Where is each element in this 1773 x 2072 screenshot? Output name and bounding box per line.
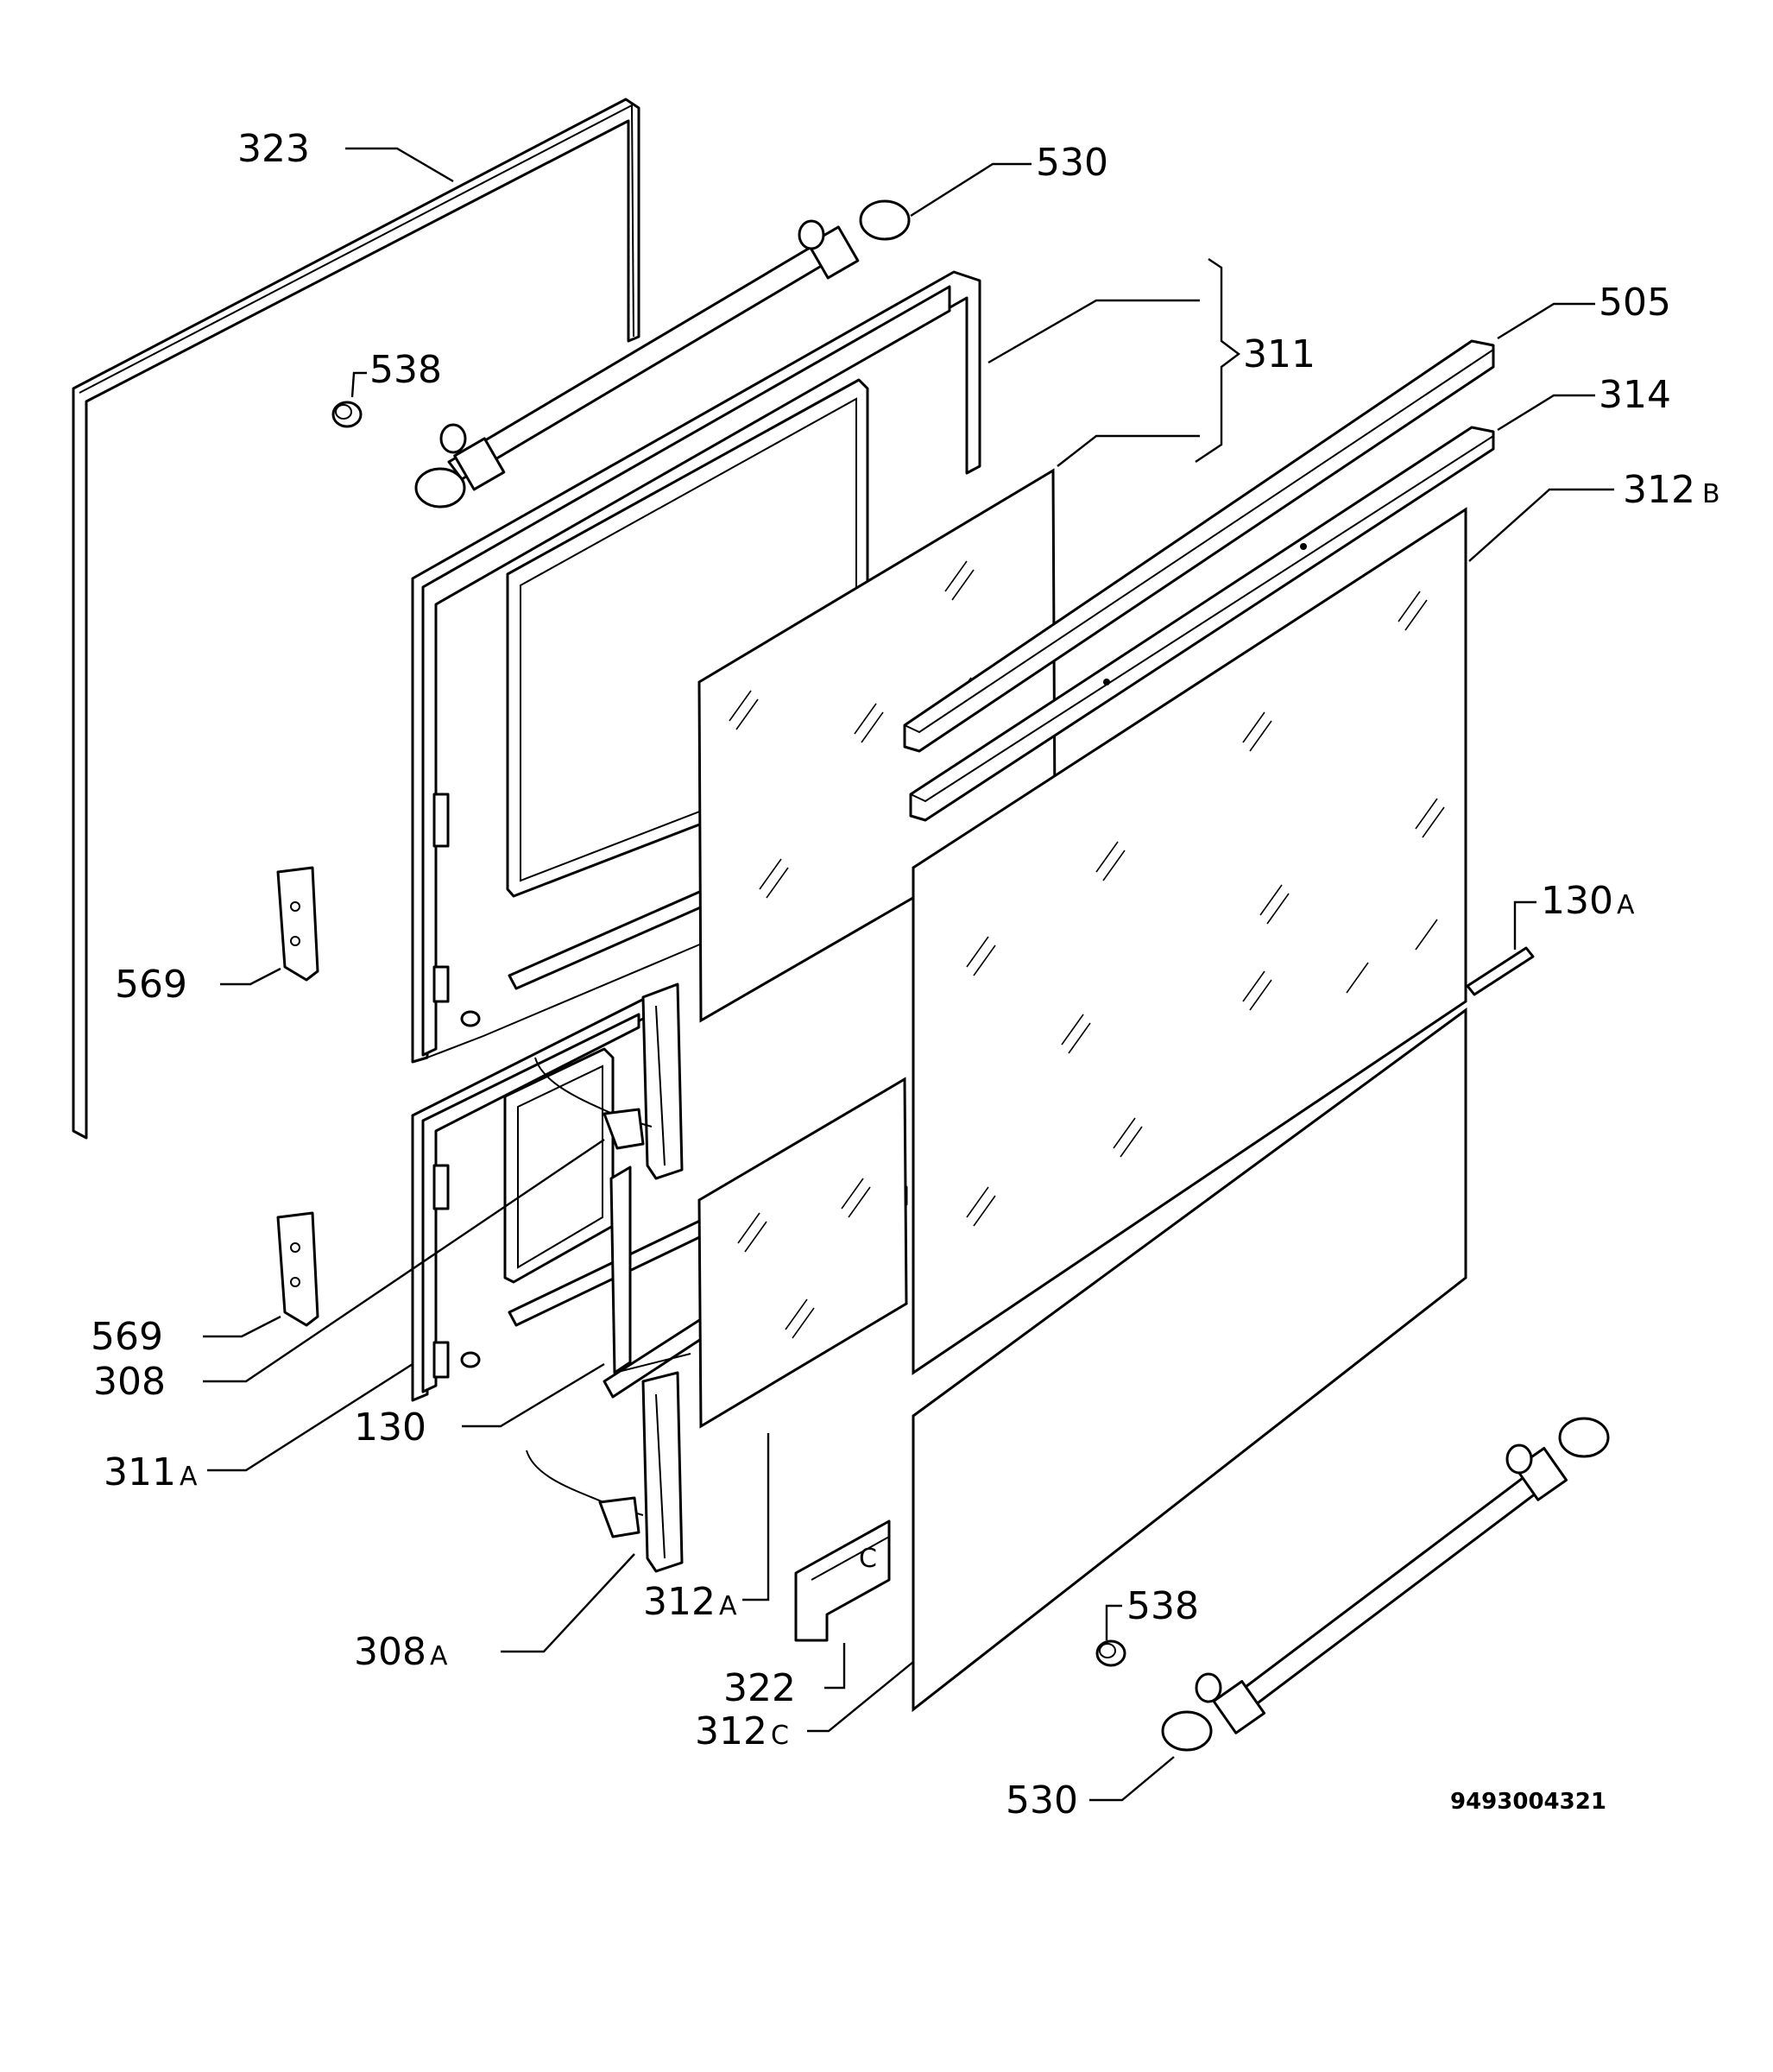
channel-mark: C [859, 1544, 877, 1574]
label-308a-suffix: A [430, 1641, 448, 1671]
label-314: 314 [1599, 373, 1671, 417]
label-530-bottom: 530 [1006, 1778, 1078, 1822]
leader-lines [203, 147, 1614, 1802]
label-311a-number: 311 [104, 1450, 176, 1494]
label-130a-suffix: A [1617, 890, 1635, 920]
label-308a-number: 308 [354, 1630, 426, 1674]
label-130a-number: 130 [1541, 879, 1613, 923]
label-323: 323 [237, 127, 310, 171]
part-312c-lower-glass [912, 1008, 1467, 1713]
label-312c-suffix: C [771, 1721, 789, 1751]
label-312b-suffix: B [1702, 479, 1720, 509]
part-538-cap-top [331, 401, 363, 428]
label-130: 130 [354, 1406, 426, 1450]
part-322-channel: C [794, 1519, 891, 1642]
part-314-rail [909, 426, 1495, 822]
document-number: 9493004321 [1450, 1789, 1606, 1815]
label-312b-number: 312 [1623, 468, 1695, 512]
label-569-bottom: 569 [91, 1315, 163, 1359]
part-312b-main-glass [912, 507, 1467, 1375]
label-505: 505 [1599, 281, 1671, 325]
label-312a-suffix: A [719, 1591, 737, 1621]
part-308a-hinge-arm [526, 1371, 684, 1573]
label-312c-number: 312 [695, 1709, 767, 1753]
label-538-bottom: 538 [1126, 1584, 1199, 1628]
part-312a-small-glass [697, 1077, 908, 1429]
part-130a-strip [1466, 946, 1535, 996]
label-569-top: 569 [115, 963, 187, 1007]
label-538-top: 538 [369, 348, 442, 392]
part-505-rail [903, 339, 1495, 753]
label-530-top: 530 [1036, 141, 1108, 185]
part-308-hinge-arm [534, 982, 684, 1180]
label-311a-suffix: A [180, 1462, 198, 1492]
label-322: 322 [723, 1666, 796, 1710]
part-530-handle-bottom [1161, 1417, 1610, 1752]
part-569-hinge-upper [276, 866, 319, 982]
label-308: 308 [93, 1360, 166, 1404]
label-312a-number: 312 [643, 1580, 716, 1624]
label-311: 311 [1243, 332, 1316, 376]
part-130-seal [609, 1166, 691, 1374]
part-530-handle-top [414, 199, 911, 509]
part-538-cap-bottom [1095, 1639, 1126, 1667]
part-569-hinge-lower [276, 1211, 319, 1327]
part-323-door-seal [72, 98, 640, 1140]
